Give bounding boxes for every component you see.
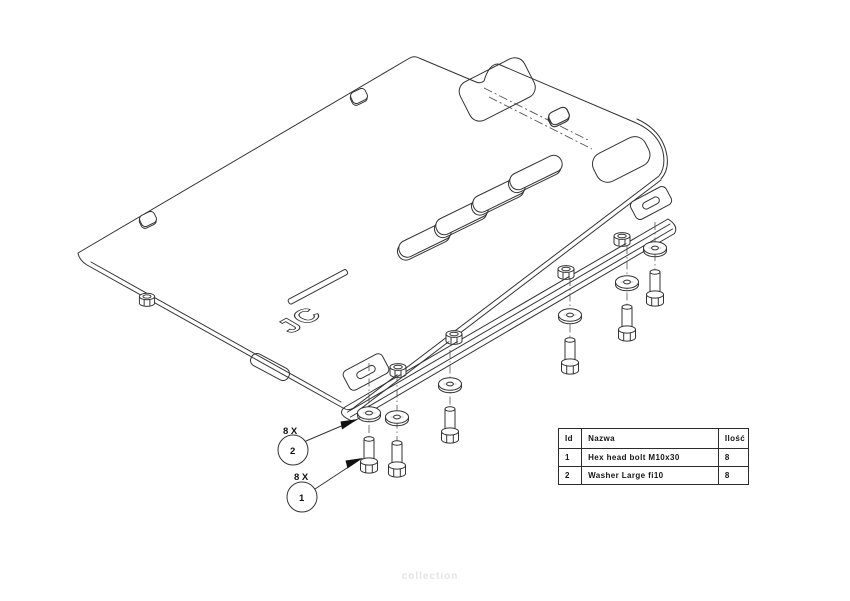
skid-plate: JC [77, 56, 668, 411]
balloon-number: 1 [299, 493, 305, 504]
washer [558, 308, 582, 325]
table-row: 2 Washer Large fi10 8 [557, 466, 750, 485]
cell-name: Washer Large fi10 [581, 466, 719, 485]
parts-table: Id Nazwa Ilość 1 Hex head bolt M10x30 8 … [557, 428, 750, 485]
rail-band-lines [341, 218, 677, 422]
hex-head-bolt [646, 269, 664, 307]
leader-line [305, 423, 347, 442]
rail-end-tab-right [629, 186, 673, 220]
col-header-qty: Ilość [717, 428, 750, 449]
col-header-name: Nazwa [581, 428, 719, 449]
washer [643, 241, 667, 258]
balloon-circle-1 [286, 481, 318, 513]
washer [357, 406, 381, 423]
hex-head-bolt [441, 406, 459, 444]
corner-flap-cutout [591, 136, 651, 183]
centerlines [368, 222, 656, 441]
edge-bolt-head [138, 292, 156, 307]
balloon-circle-2 [277, 434, 309, 466]
hex-head-on-rail [613, 232, 631, 247]
cell-qty: 8 [717, 466, 750, 485]
balloon-number: 2 [290, 446, 295, 457]
washer [615, 275, 639, 292]
leader-line [314, 465, 351, 490]
washer [385, 410, 409, 427]
right-edge-lip-line [358, 179, 662, 411]
top-bent-tab [458, 57, 536, 122]
flap-outer-thickness-line [636, 118, 668, 180]
rail-end-tab-left [342, 353, 390, 391]
cell-id: 2 [557, 466, 583, 485]
hex-head-bolt [388, 440, 406, 478]
bottom-hem-line [90, 261, 342, 403]
flap-fold-lines [483, 87, 593, 150]
quantity-label: 8 X [294, 472, 309, 483]
hex-head-bolt [618, 304, 636, 342]
cell-name: Hex head bolt M10x30 [581, 448, 719, 467]
hex-head-on-rail [557, 265, 575, 280]
callout-washer: 8 X 2 [277, 419, 358, 466]
quantity-label: 8 X [283, 426, 298, 437]
cell-qty: 8 [717, 448, 750, 467]
leader-arrowhead [340, 419, 358, 430]
callout-bolt: 8 X 1 [286, 458, 363, 513]
hex-head-bolt [561, 337, 579, 375]
logo-bar [287, 269, 349, 305]
mounting-rail [341, 186, 677, 422]
washer [438, 377, 462, 394]
edge-tab-slot [250, 353, 290, 381]
table-row: 1 Hex head bolt M10x30 8 [557, 448, 750, 467]
parts-table-header-row: Id Nazwa Ilość [557, 428, 750, 449]
hex-head-bolt [360, 436, 378, 474]
cell-id: 1 [557, 448, 583, 467]
leader-arrowhead [345, 458, 363, 469]
watermark-text: collection [401, 571, 459, 582]
col-header-id: Id [557, 428, 583, 449]
